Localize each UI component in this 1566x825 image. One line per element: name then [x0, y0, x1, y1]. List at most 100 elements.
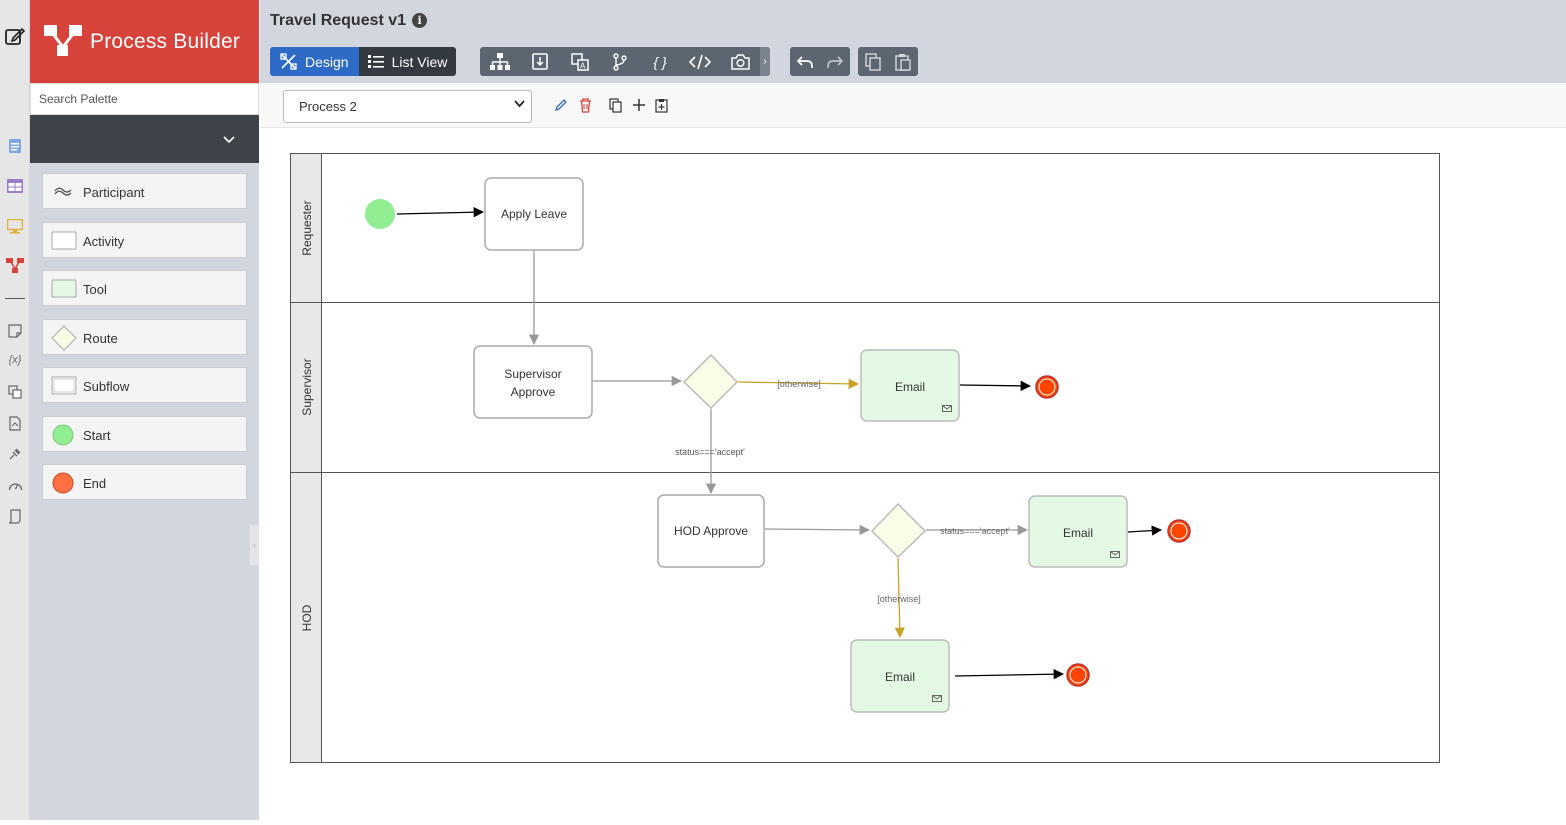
route-icon [51, 325, 77, 351]
delete-trash-icon[interactable] [577, 97, 593, 113]
svg-text:A: A [580, 61, 586, 70]
design-view-button[interactable]: Design [270, 47, 359, 76]
chevron-down-icon[interactable] [223, 132, 235, 147]
code-icon[interactable] [680, 47, 720, 76]
envelope-icon [1110, 551, 1120, 558]
transition-email1-end1[interactable] [959, 380, 1032, 392]
form-icon[interactable] [6, 137, 24, 155]
start-icon [51, 423, 75, 446]
palette-item-label: Participant [83, 185, 145, 200]
tool-label: Email [885, 670, 915, 684]
end-node[interactable] [1066, 663, 1090, 687]
datalist-icon[interactable] [6, 177, 24, 195]
activity-icon [51, 231, 77, 250]
envelope-icon [932, 695, 942, 702]
tool-email[interactable]: Email [1028, 495, 1128, 568]
redo-icon[interactable] [820, 47, 850, 76]
end-icon [51, 471, 75, 494]
process-select[interactable]: Process 2 [283, 90, 532, 123]
add-process-icon[interactable] [631, 97, 647, 113]
palette-item-participant[interactable]: Participant [42, 173, 247, 209]
undo-icon[interactable] [790, 47, 820, 76]
process-select-value: Process 2 [299, 99, 357, 114]
paste-process-icon[interactable] [653, 97, 669, 113]
variable-icon[interactable]: {x} [8, 354, 22, 366]
activity-label: Supervisor [504, 367, 561, 381]
paste-icon[interactable] [888, 47, 918, 76]
transition-email2-end2[interactable] [1127, 525, 1163, 536]
process-icon[interactable] [6, 257, 24, 275]
lane-label-hod: HOD [300, 604, 314, 631]
note-icon[interactable] [6, 322, 24, 340]
app-header: Process Builder [30, 0, 259, 83]
palette-item-end[interactable]: End [42, 464, 247, 500]
transition-start-apply[interactable] [396, 207, 485, 218]
transition-email3-end3[interactable] [954, 668, 1065, 680]
palette-item-tool[interactable]: Tool [42, 270, 247, 306]
palette-item-route[interactable]: Route [42, 319, 247, 355]
list-icon [367, 54, 384, 69]
palette-item-label: Route [83, 331, 118, 346]
history-group [790, 47, 850, 76]
info-icon[interactable]: i [412, 13, 428, 28]
tool-icon [51, 279, 77, 298]
plugin-icon[interactable] [6, 445, 24, 463]
duplicate-icon[interactable] [608, 97, 624, 113]
org-chart-icon[interactable] [480, 47, 520, 76]
variables-icon[interactable]: { } [653, 53, 667, 70]
palette-item-label: Tool [83, 282, 107, 297]
process-builder-logo-icon [43, 22, 85, 58]
camera-icon[interactable] [720, 47, 760, 76]
translate-icon[interactable]: A [560, 47, 600, 76]
route-node[interactable] [870, 502, 927, 559]
rail-divider [5, 298, 25, 299]
palette-item-subflow[interactable]: Subflow [42, 367, 247, 403]
lane-hod[interactable]: HOD [290, 472, 322, 763]
chevron-down-icon [514, 99, 525, 111]
list-view-button[interactable]: List View [358, 47, 457, 76]
tool-email[interactable]: Email [860, 349, 960, 422]
file-icon[interactable] [6, 414, 24, 432]
palette-item-activity[interactable]: Activity [42, 222, 247, 258]
activity-label: Apply Leave [501, 207, 567, 221]
performance-icon[interactable] [6, 476, 24, 494]
palette-panel: Process Builder Participant Activity Too… [30, 0, 259, 820]
lane-label-supervisor: Supervisor [300, 358, 314, 415]
tool-email[interactable]: Email [850, 639, 950, 713]
userview-icon[interactable] [6, 217, 24, 235]
diagram-canvas[interactable]: Requester Supervisor HOD [otherwise] sta… [260, 128, 1566, 820]
activity-hod-approve[interactable]: HOD Approve [657, 494, 765, 568]
start-node[interactable] [365, 199, 395, 229]
app-title: Process Builder [90, 30, 241, 53]
process-diagram[interactable]: Requester Supervisor HOD [otherwise] sta… [260, 128, 1566, 820]
transition-route2-email3[interactable] [894, 557, 905, 639]
lane-supervisor[interactable]: Supervisor [290, 302, 1440, 473]
route-node[interactable] [682, 353, 739, 410]
activity-apply-leave[interactable]: Apply Leave [484, 177, 584, 251]
collapse-palette-handle[interactable]: ‹ [250, 525, 259, 565]
palette-search-input[interactable] [30, 83, 259, 115]
activity-label: Approve [511, 385, 556, 399]
end-node[interactable] [1035, 375, 1059, 399]
chevron-right-icon[interactable]: › [760, 47, 770, 76]
palette-category-header[interactable] [30, 115, 259, 163]
view-toggle: Design List View [270, 47, 457, 76]
palette-item-label: Activity [83, 234, 125, 249]
transition-hod-route2[interactable] [764, 524, 871, 536]
edit-app-icon[interactable] [4, 25, 26, 47]
edge-label-accept: status==='accept' [675, 447, 745, 457]
palette-item-label: End [83, 476, 107, 491]
copy-icon[interactable] [858, 47, 888, 76]
edit-pencil-icon[interactable] [553, 97, 569, 113]
log-icon[interactable] [6, 507, 24, 525]
participant-icon [51, 182, 75, 200]
transition-route1-email1[interactable] [737, 378, 860, 390]
branch-icon[interactable] [600, 47, 640, 76]
end-node[interactable] [1167, 519, 1191, 543]
palette-item-start[interactable]: Start [42, 416, 247, 452]
design-view-label: Design [305, 53, 349, 70]
activity-supervisor-approve[interactable]: Supervisor Approve [473, 345, 593, 419]
edge-label-otherwise: [otherwise] [877, 594, 921, 604]
export-icon[interactable] [520, 47, 560, 76]
i18n-icon[interactable] [6, 383, 24, 401]
